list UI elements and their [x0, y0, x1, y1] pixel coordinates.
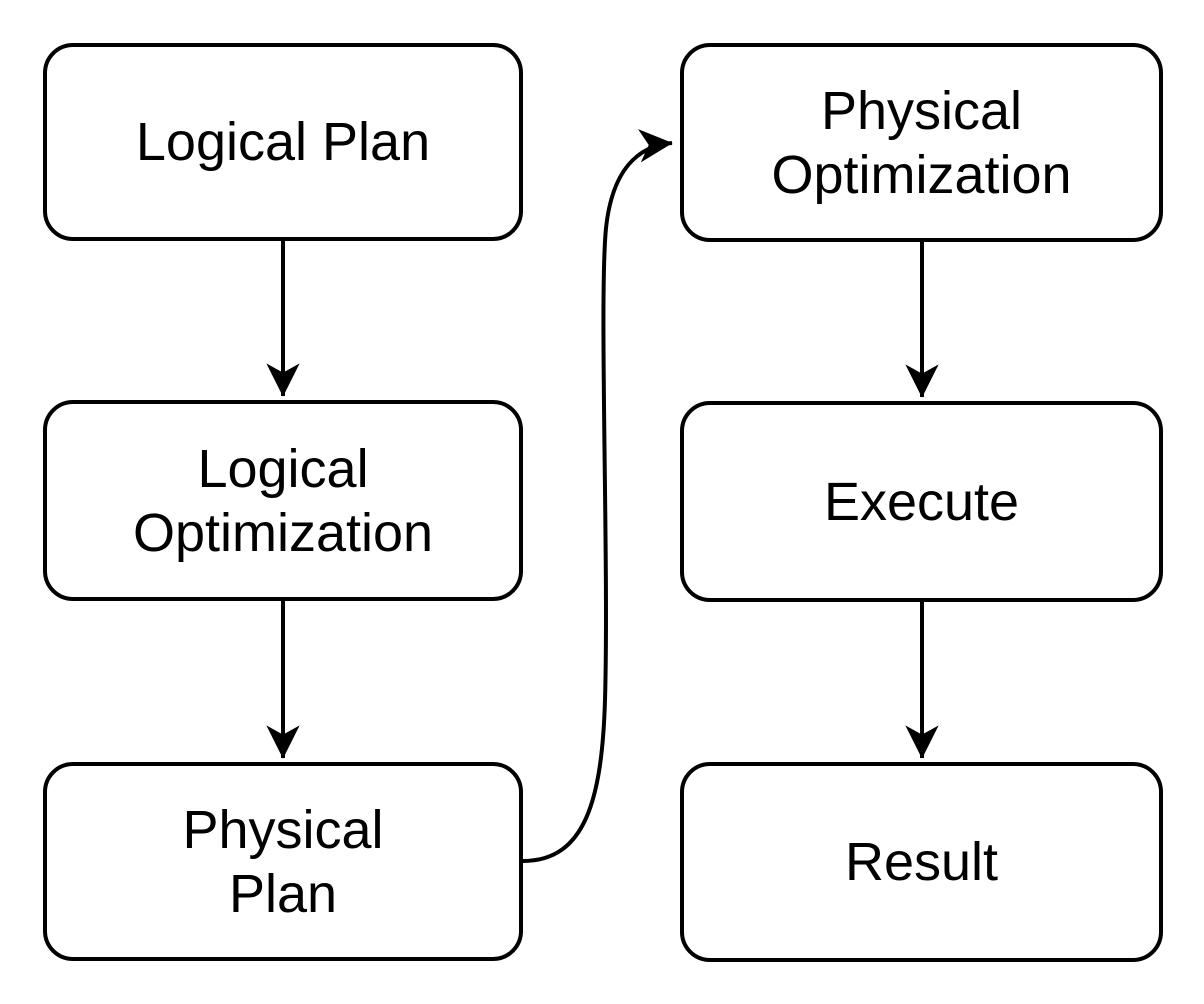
node-label-line: Optimization — [771, 144, 1072, 205]
node-execute-label: Execute — [824, 470, 1019, 534]
node-result: Result — [680, 762, 1163, 962]
arrow-physical-plan-to-physical-optimization — [522, 129, 673, 863]
node-execute: Execute — [680, 401, 1163, 602]
node-label-line: Plan — [228, 863, 338, 924]
node-label-line: Logical — [197, 438, 369, 499]
node-label-line: Execute — [823, 471, 1020, 532]
node-physical-optimization: Physical Optimization — [680, 43, 1163, 242]
node-logical-plan: Logical Plan — [43, 43, 523, 241]
node-physical-plan-label: Physical Plan — [182, 798, 383, 926]
node-logical-plan-label: Logical Plan — [136, 110, 430, 174]
node-logical-optimization-label: Logical Optimization — [133, 437, 433, 565]
node-label-line: Physical — [820, 80, 1023, 141]
node-physical-plan: Physical Plan — [43, 762, 523, 961]
node-result-label: Result — [845, 830, 998, 894]
node-logical-optimization: Logical Optimization — [43, 400, 523, 601]
node-label-line: Logical Plan — [135, 112, 431, 172]
node-label-line: Result — [844, 832, 999, 892]
node-label-line: Optimization — [132, 502, 434, 563]
node-label-line: Physical — [182, 799, 384, 860]
node-physical-optimization-label: Physical Optimization — [771, 79, 1071, 207]
